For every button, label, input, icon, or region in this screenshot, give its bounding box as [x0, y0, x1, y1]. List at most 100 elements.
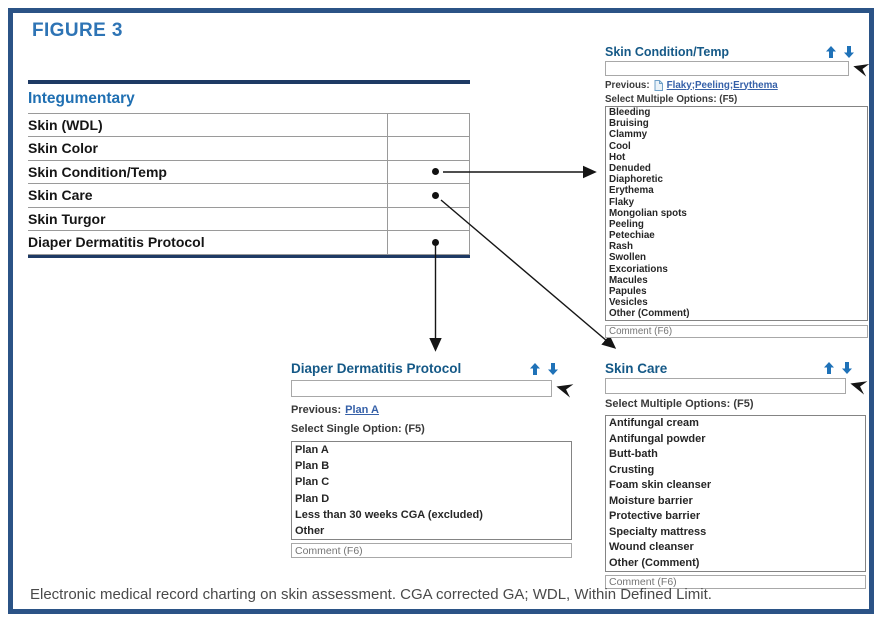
row-value-cell[interactable] — [388, 231, 470, 254]
sort-up-icon[interactable] — [530, 362, 540, 375]
option-item[interactable]: Specialty mattress — [609, 525, 707, 538]
panel-input-row — [291, 380, 574, 398]
table-row: Skin Condition/Temp — [28, 160, 470, 184]
diaper-protocol-input[interactable] — [291, 380, 552, 397]
previous-label: Previous: — [605, 79, 650, 91]
option-item[interactable]: Antifungal cream — [609, 417, 699, 429]
option-item[interactable]: Bruising — [609, 118, 649, 130]
option-item[interactable]: Flaky — [609, 196, 635, 208]
row-label: Skin Condition/Temp — [28, 160, 388, 183]
option-item[interactable]: Foam skin cleanser — [609, 479, 712, 491]
sort-up-icon[interactable] — [826, 45, 836, 58]
panel-title-row: Diaper Dermatitis Protocol — [291, 360, 572, 377]
option-item[interactable]: Hot — [609, 151, 626, 163]
option-item[interactable]: Clammy — [609, 129, 648, 141]
skin-care-comment-input[interactable] — [605, 575, 866, 589]
flowsheet-pointer-icon[interactable] — [852, 60, 870, 77]
sort-down-icon[interactable] — [844, 45, 854, 58]
skin-care-panel: Skin Care Select Multiple Options: (F5) … — [605, 360, 868, 590]
option-item[interactable]: Petechiae — [609, 230, 655, 242]
option-item[interactable]: Moisture barrier — [609, 494, 693, 507]
sort-up-icon[interactable] — [824, 362, 834, 374]
option-item[interactable]: Vesicles — [609, 297, 648, 309]
link-dot — [432, 168, 439, 176]
table-row: Diaper Dermatitis Protocol — [28, 231, 470, 255]
panel-title-row: Skin Condition/Temp — [605, 44, 868, 59]
option-item[interactable]: Excoriations — [609, 263, 668, 275]
skin-condition-input[interactable] — [605, 61, 849, 76]
diaper-dermatitis-panel: Diaper Dermatitis Protocol Previous: Pla… — [291, 360, 574, 559]
row-move-arrows — [826, 45, 868, 58]
diaper-options-listbox[interactable]: Plan A Plan B Plan C Plan D Less than 30 wee… — [291, 441, 572, 541]
row-label: Skin Turgor — [28, 207, 388, 230]
option-item[interactable]: Other — [295, 524, 325, 537]
option-item[interactable]: Bleeding — [609, 107, 651, 118]
row-value-cell[interactable] — [388, 113, 470, 136]
option-item[interactable]: Rash — [609, 241, 633, 253]
skin-care-input[interactable] — [605, 378, 846, 394]
diaper-comment-input[interactable] — [291, 543, 572, 559]
panel-title: Diaper Dermatitis Protocol — [291, 361, 462, 376]
option-item[interactable]: Papules — [609, 286, 647, 297]
option-item[interactable]: Protective barrier — [609, 510, 701, 522]
option-item[interactable]: Plan B — [295, 460, 330, 473]
option-item[interactable]: Antifungal powder — [609, 432, 706, 445]
table-row: Skin Care — [28, 184, 470, 208]
select-options-label: Select Multiple Options: (F5) — [605, 398, 754, 410]
option-item[interactable]: Crusting — [609, 463, 655, 476]
row-value-cell[interactable] — [388, 137, 470, 160]
table-bottom-rule — [28, 254, 470, 258]
skin-condition-comment-input[interactable] — [605, 324, 868, 338]
flowsheet-pointer-icon[interactable] — [849, 377, 868, 395]
row-value-cell[interactable] — [388, 160, 470, 183]
table-row: Skin Color — [28, 137, 470, 161]
select-options-label: Select Multiple Options: (F5) — [605, 94, 738, 105]
option-item[interactable]: Macules — [609, 274, 648, 286]
table-row: Skin Turgor — [28, 207, 470, 231]
skin-condition-temp-panel: Skin Condition/Temp Previous: Flaky;Peel… — [605, 44, 870, 339]
link-dot — [432, 191, 439, 199]
option-item[interactable]: Other (Comment) — [609, 308, 690, 320]
previous-value-link[interactable]: Plan A — [345, 403, 379, 416]
table-top-rule — [28, 80, 470, 84]
previous-value-link[interactable]: Flaky;Peeling;Erythema — [666, 79, 778, 91]
row-move-arrows — [530, 362, 572, 375]
document-icon — [654, 79, 663, 91]
panel-title: Skin Care — [605, 360, 668, 376]
table-row: Skin (WDL) — [28, 113, 470, 137]
option-item[interactable]: Wound cleanser — [609, 541, 694, 553]
option-item[interactable]: Cool — [609, 140, 631, 152]
sort-down-icon[interactable] — [842, 362, 852, 374]
option-item[interactable]: Mongolian spots — [609, 207, 687, 219]
row-value-cell[interactable] — [388, 207, 470, 230]
row-move-arrows — [824, 362, 866, 374]
row-value-cell[interactable] — [388, 184, 470, 207]
link-dot — [432, 238, 439, 246]
option-item[interactable]: Denuded — [609, 162, 651, 174]
option-item[interactable]: Swollen — [609, 252, 647, 264]
option-item[interactable]: Plan C — [295, 476, 330, 489]
panel-title-row: Skin Care — [605, 360, 866, 376]
option-item[interactable]: Other (Comment) — [609, 556, 700, 569]
row-label: Skin Color — [28, 137, 388, 160]
select-options-label: Select Single Option: (F5) — [291, 423, 425, 435]
row-label: Skin Care — [28, 184, 388, 207]
option-item[interactable]: Peeling — [609, 218, 644, 230]
previous-value-row: Previous: Plan A — [291, 403, 572, 416]
option-item[interactable]: Plan A — [295, 444, 329, 456]
option-item[interactable]: Diaphoretic — [609, 174, 663, 186]
previous-label: Previous: — [291, 403, 342, 416]
option-item[interactable]: Less than 30 weeks CGA (excluded) — [295, 508, 483, 521]
option-item[interactable]: Erythema — [609, 185, 654, 197]
panel-input-row — [605, 377, 868, 395]
option-item[interactable]: Plan D — [295, 492, 330, 505]
row-label: Skin (WDL) — [28, 113, 388, 136]
flowsheet-pointer-icon[interactable] — [555, 380, 574, 398]
sort-down-icon[interactable] — [548, 362, 558, 375]
option-item[interactable]: Butt-bath — [609, 448, 658, 460]
previous-value-row: Previous: Flaky;Peeling;Erythema — [605, 79, 868, 91]
figure-caption: Electronic medical record charting on sk… — [30, 586, 712, 603]
